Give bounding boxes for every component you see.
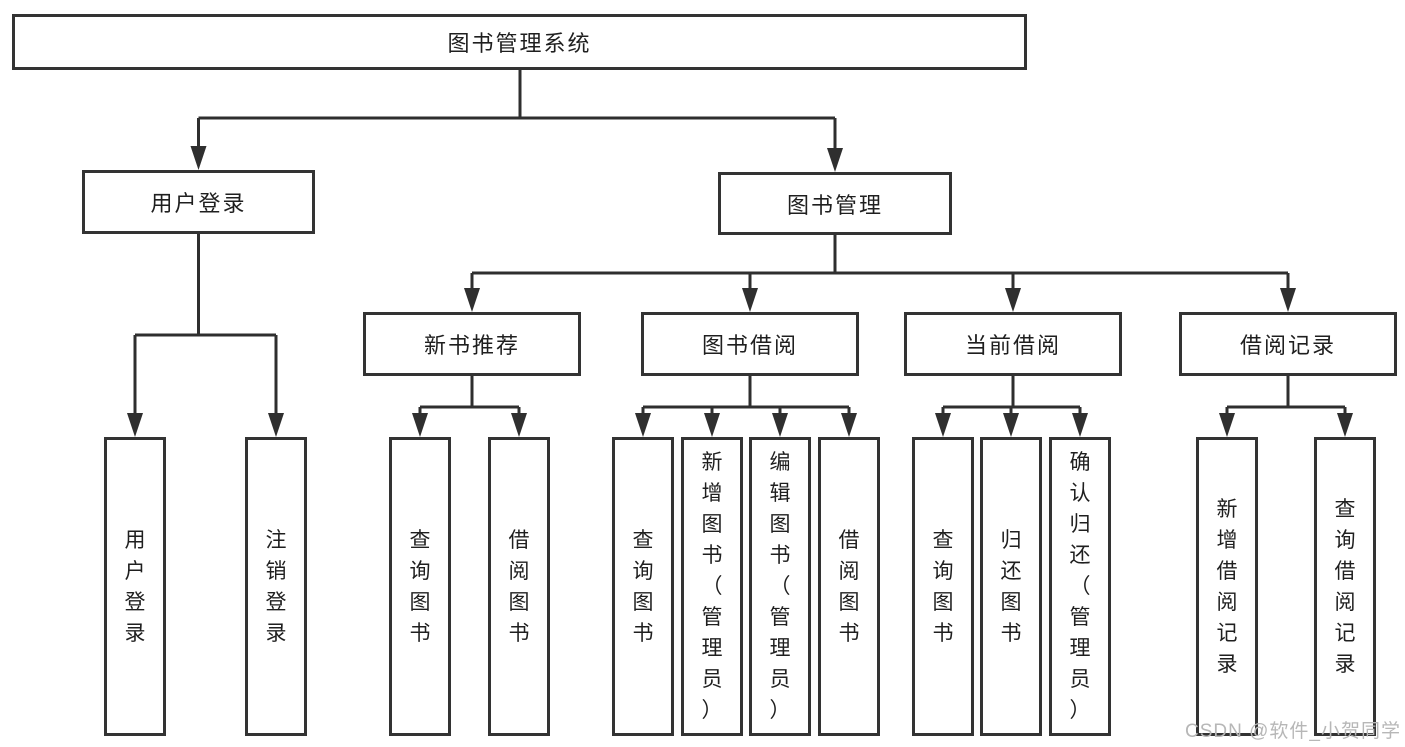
leaf-edit-books-admin: 编辑图书（管理员） xyxy=(749,437,811,736)
leaf-add-books-admin: 新增图书（管理员） xyxy=(681,437,743,736)
leaf-query-books-borrowing-label: 查询图书 xyxy=(632,528,654,645)
leaf-query-books-recommend: 查询图书 xyxy=(389,437,451,736)
node-user-login-label: 用户登录 xyxy=(150,191,247,216)
leaf-logout-label: 注销登录 xyxy=(265,528,287,645)
leaf-add-borrow-record: 新增借阅记录 xyxy=(1196,437,1258,736)
connector-root xyxy=(197,70,837,149)
leaf-return-books: 归还图书 xyxy=(980,437,1042,736)
leaf-query-books-current-label: 查询图书 xyxy=(932,528,954,645)
leaf-return-books-label: 归还图书 xyxy=(1000,528,1022,645)
node-root-system: 图书管理系统 xyxy=(12,14,1027,70)
leaf-query-borrow-record-label: 查询借阅记录 xyxy=(1334,497,1356,676)
leaf-borrow-books-recommend-label: 借阅图书 xyxy=(508,528,530,645)
leaf-add-borrow-record-label: 新增借阅记录 xyxy=(1216,497,1238,676)
node-book-management-label: 图书管理 xyxy=(786,192,883,218)
connector-new-books xyxy=(418,376,521,414)
connector-borrowing xyxy=(641,376,851,414)
node-root-label: 图书管理系统 xyxy=(447,31,592,56)
connector-borrow-records xyxy=(1225,376,1347,414)
leaf-confirm-return-admin-label: 确认归还（管理员） xyxy=(1069,451,1091,722)
node-current-borrow: 当前借阅 xyxy=(904,312,1122,376)
leaf-user-login: 用户登录 xyxy=(104,437,166,736)
leaf-add-books-admin-label: 新增图书（管理员） xyxy=(701,451,723,722)
leaf-query-books-current: 查询图书 xyxy=(912,437,974,736)
leaf-confirm-return-admin: 确认归还（管理员） xyxy=(1049,437,1111,736)
connector-user-login xyxy=(133,234,278,414)
leaf-query-books-recommend-label: 查询图书 xyxy=(409,528,431,645)
leaf-borrow-books-recommend: 借阅图书 xyxy=(488,437,550,736)
leaf-borrow-books-label: 借阅图书 xyxy=(838,528,860,645)
node-book-management: 图书管理 xyxy=(718,172,952,235)
leaf-query-borrow-record: 查询借阅记录 xyxy=(1314,437,1376,736)
leaf-query-books-borrowing: 查询图书 xyxy=(612,437,674,736)
leaf-borrow-books: 借阅图书 xyxy=(818,437,880,736)
leaf-logout: 注销登录 xyxy=(245,437,307,736)
node-new-book-recommend-label: 新书推荐 xyxy=(423,333,520,358)
leaf-edit-books-admin-label: 编辑图书（管理员） xyxy=(769,451,791,722)
connector-book-mgmt xyxy=(470,235,1290,289)
node-current-borrow-label: 当前借阅 xyxy=(964,333,1061,358)
csdn-watermark: CSDN @软件_小贺同学 xyxy=(1185,721,1401,742)
node-borrow-records: 借阅记录 xyxy=(1179,312,1397,376)
node-borrow-records-label: 借阅记录 xyxy=(1239,333,1336,358)
node-new-book-recommend: 新书推荐 xyxy=(363,312,581,376)
leaf-user-login-label: 用户登录 xyxy=(124,528,146,645)
connector-current-borrow xyxy=(941,376,1082,414)
node-book-borrowing-label: 图书借阅 xyxy=(701,333,798,358)
node-user-login: 用户登录 xyxy=(82,170,315,234)
node-book-borrowing: 图书借阅 xyxy=(641,312,859,376)
